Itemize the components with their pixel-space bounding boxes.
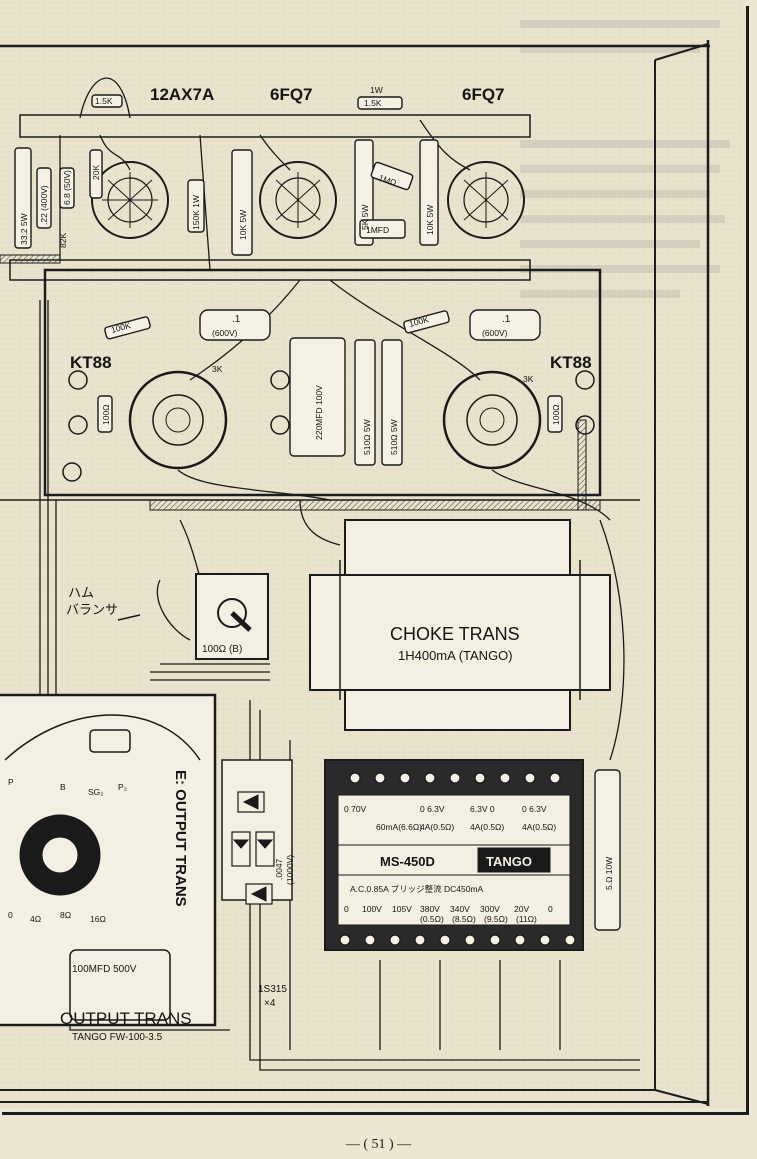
choke-title: CHOKE TRANS: [390, 624, 520, 644]
output-trans-title: OUTPUT TRANS: [60, 1009, 192, 1028]
label-r-100-left: 100Ω: [101, 404, 111, 425]
label-r-15k-1w: 1.5K: [364, 98, 382, 108]
pt-bottom-tap-6: 20V: [514, 904, 529, 914]
label-r-150k: 150K 1W: [191, 195, 201, 230]
label-r-510a: 510Ω 5W: [362, 419, 372, 455]
socket-6fq7-right: [447, 161, 525, 239]
tube-label-6fq7-left: 6FQ7: [270, 85, 313, 104]
ot-terminal-16: 16Ω: [90, 914, 106, 924]
choke-spec: 1H400mA (TANGO): [398, 648, 513, 663]
label-r-15k-top: 1.5K: [95, 96, 113, 106]
label-r-10k-b: 10K 5W: [425, 205, 435, 235]
pt-top-tap-1: 60mA(6.6Ω): [376, 822, 422, 832]
label-r-82k: 82K: [58, 233, 68, 248]
hum-balancer-pot: [117, 573, 269, 660]
socket-12ax7a: [91, 161, 169, 239]
wiring: [39, 77, 640, 1071]
label-r-100-right: 100Ω: [551, 404, 561, 425]
label-c-0047: .0047: [274, 858, 284, 880]
pt-brand: TANGO: [486, 854, 532, 869]
pt-bottom-tap-1: 100V: [362, 904, 382, 914]
label-r-510b: 510Ω 5W: [389, 419, 399, 455]
label-r-332: 33.2 5W: [19, 213, 29, 245]
pt-bottom-sub-2: (9.5Ω): [484, 914, 508, 924]
socket-kt88-right: [270, 370, 595, 470]
hum-balancer-label-2: バランサ: [66, 602, 118, 617]
label-c-600v-left: (600V): [212, 328, 238, 338]
pt-top-tap-0: 0 70V: [344, 804, 367, 814]
tube-label-kt88-right: KT88: [550, 353, 592, 372]
label-cap-1mfd: 1MFD: [366, 225, 389, 235]
page-number: — ( 51 ) —: [345, 1137, 412, 1152]
pt-bottom-sub-0: (0.5Ω): [420, 914, 444, 924]
pt-bottom-tap-0: 0: [344, 904, 349, 914]
pt-spec: A.C.0.85A ブリッジ整流 DC450mA: [350, 884, 484, 894]
pt-bottom-tap-4: 340V: [450, 904, 470, 914]
label-r-20k: 20K: [91, 165, 101, 180]
pt-bottom-sub-3: (11Ω): [516, 914, 537, 924]
power-transformer-top-terminals: [349, 772, 561, 784]
hum-balancer-label-1: ハム: [68, 585, 94, 600]
label-r-22: .22 (400V): [39, 185, 49, 225]
label-c-01-left: .1: [232, 314, 241, 325]
pt-top-tap-6: 0 6.3V: [522, 804, 547, 814]
pt-model: MS-450D: [380, 854, 435, 869]
pt-top-tap-5: 4A(0.5Ω): [470, 822, 504, 832]
socket-kt88-left: [62, 370, 228, 482]
ot-terminal-8: 8Ω: [60, 910, 71, 920]
pt-bottom-tap-7: 0: [548, 904, 553, 914]
power-transformer-bottom-terminals: [339, 934, 576, 946]
ot-terminal-p: P: [8, 777, 14, 787]
page-frame: [2, 6, 749, 1115]
pt-top-tap-2: 0 6.3V: [420, 804, 445, 814]
label-c-220: 220MFD 100V: [314, 385, 324, 440]
chassis: [0, 40, 710, 1106]
ot-terminal-p2: P₂: [118, 782, 127, 792]
pt-top-tap-7: 4A(0.5Ω): [522, 822, 556, 832]
ot-terminal-4: 4Ω: [30, 914, 41, 924]
hum-balancer-value: 100Ω (B): [202, 644, 242, 655]
pt-bottom-tap-3: 380V: [420, 904, 440, 914]
label-c-100mfd: 100MFD 500V: [72, 964, 137, 975]
ot-terminal-0: 0: [8, 910, 13, 920]
ot-terminal-b: B: [60, 782, 66, 792]
labels: 12AX7A 6FQ7 6FQ7 KT88 KT88 1.5K 1W 1.5K …: [8, 85, 614, 1043]
pt-top-tap-4: 6.3V 0: [470, 804, 495, 814]
choke-transformer: [309, 519, 611, 731]
tube-label-6fq7-right: 6FQ7: [462, 85, 505, 104]
output-trans-model: TANGO FW-100-3.5: [72, 1032, 163, 1043]
label-r-5k: 5K 5W: [360, 204, 370, 230]
diode-label: 1S315: [258, 984, 287, 995]
power-transformer: [324, 759, 584, 951]
tube-label-kt88-left: KT88: [70, 353, 112, 372]
label-r-10k-a: 10K 5W: [238, 210, 248, 240]
pt-bottom-tap-5: 300V: [480, 904, 500, 914]
label-r-3k-left: 3K: [212, 364, 223, 374]
output-trans-side-label: E: OUTPUT TRANS: [172, 770, 189, 907]
socket-6fq7-left: [259, 161, 337, 239]
label-c-600v-right: (600V): [482, 328, 508, 338]
label-r-1w: 1W: [370, 85, 383, 95]
output-transformer: [0, 693, 217, 1027]
pt-top-tap-3: 4A(0.5Ω): [420, 822, 454, 832]
harness: [0, 254, 601, 511]
label-r-3k-right: 3K: [523, 374, 534, 384]
label-r-5-10w: 5.Ω 10W: [604, 857, 614, 890]
label-c-0047-v: (1000V): [285, 855, 295, 885]
pt-bottom-tap-2: 105V: [392, 904, 412, 914]
label-r-68: 6.8 (50V): [62, 170, 72, 205]
ot-terminal-sg2: SG₂: [88, 787, 104, 797]
diode-count: ×4: [264, 998, 276, 1009]
diode-board: [221, 759, 293, 905]
tube-label-12ax7a: 12AX7A: [150, 85, 214, 104]
pt-bottom-sub-1: (8.5Ω): [452, 914, 476, 924]
label-c-01-right: .1: [502, 314, 511, 325]
